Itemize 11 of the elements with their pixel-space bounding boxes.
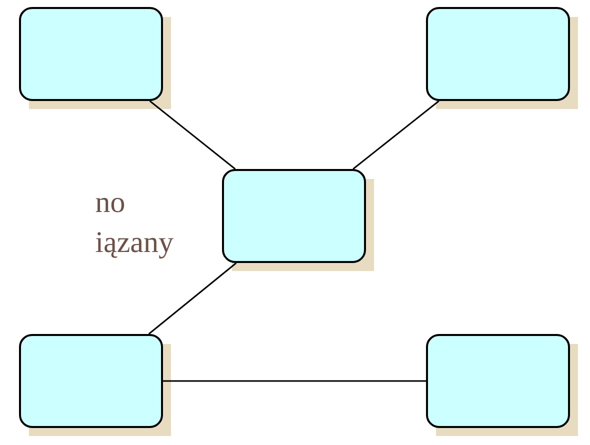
- box: [426, 7, 578, 109]
- connector-line: [352, 100, 440, 170]
- connector-line: [163, 380, 426, 382]
- box: [19, 334, 171, 436]
- connector-line: [149, 100, 236, 170]
- side-text: no: [96, 198, 124, 212]
- box: [426, 334, 578, 436]
- connector-line: [148, 262, 237, 335]
- box: [222, 169, 374, 271]
- side-text: iązany: [96, 232, 174, 258]
- box: [19, 7, 171, 109]
